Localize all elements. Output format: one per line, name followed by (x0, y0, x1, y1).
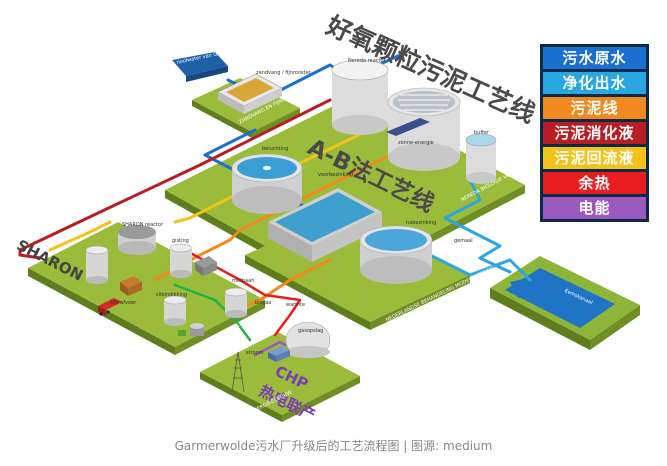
nereda-tank-1 (331, 59, 389, 135)
sludge-thickener-tank (163, 295, 187, 326)
primary-clarifier (231, 153, 303, 214)
figure-caption: Garmerwolde污水厂升级后的工艺流程图 | 图源: medium (174, 439, 493, 453)
power-line (253, 340, 287, 357)
sludge-truck-red (98, 298, 122, 316)
chp-unit (268, 346, 290, 362)
sharon-small-tank (85, 245, 109, 284)
label-biogas: biogas (255, 300, 272, 306)
zandvang-unit (217, 73, 283, 114)
legend-sludge: 污泥线 (543, 97, 646, 119)
label-gasopslag: gasopslag (298, 328, 324, 334)
legend-effluent: 净化出水 (543, 72, 646, 94)
sludge-pipe (153, 148, 402, 282)
sludge-truck-green (178, 323, 204, 336)
label-aeration: beluchting (262, 146, 289, 152)
label-warmte: warmte (286, 302, 306, 308)
legend: 污水原水 净化出水 污泥线 污泥消化液 污泥回流液 余热 电能 (540, 44, 649, 222)
legend-raw-water: 污水原水 (543, 47, 646, 69)
label-methaan: methaan (232, 278, 255, 284)
power-pylon (231, 351, 245, 393)
legend-electricity: 电能 (543, 197, 646, 219)
aeration-basin (268, 188, 382, 262)
legend-waste-heat: 余热 (543, 172, 646, 194)
secondary-clarifier (359, 225, 433, 284)
label-zonne: zonne-energie (398, 140, 434, 146)
gas-holder (285, 321, 331, 359)
effluent-platform (490, 256, 640, 350)
digestion-liquid-pipe (18, 98, 332, 260)
label-zandvang: zandvang / fijnrooster (256, 70, 311, 76)
legend-digestion-liquid: 污泥消化液 (543, 122, 646, 144)
solar-panels (386, 118, 430, 136)
label-stroom: stroom (246, 350, 264, 356)
gisting-tank (224, 287, 248, 318)
sludge-boxes (120, 256, 217, 296)
effluent-pipe (443, 178, 512, 274)
legend-return-liquid: 污泥回流液 (543, 147, 646, 169)
label-gisting: gisting (172, 238, 189, 244)
label-buffer: buffer (474, 130, 489, 136)
label-slibafvoer: slib afvoer (110, 300, 137, 306)
label-nereda-tank: Nereda reactor (348, 58, 386, 64)
sharon-digester-tank (118, 225, 156, 255)
inlet-arrow (172, 52, 228, 82)
chp-platform (200, 332, 360, 422)
outlet-arrow (510, 274, 552, 298)
sharon-reactor-tank (169, 243, 193, 278)
label-slibindikking: slibindikking (156, 292, 188, 298)
label-nabezinking: nabezinking (406, 220, 437, 226)
label-gemaal: gemaal (454, 238, 473, 244)
heat-pipe (183, 248, 302, 337)
label-sharon-tank: SHARON reactor (122, 222, 164, 228)
label-voorbezinking: voorbezinking (318, 172, 354, 178)
nereda-buffer-tank (465, 133, 497, 184)
